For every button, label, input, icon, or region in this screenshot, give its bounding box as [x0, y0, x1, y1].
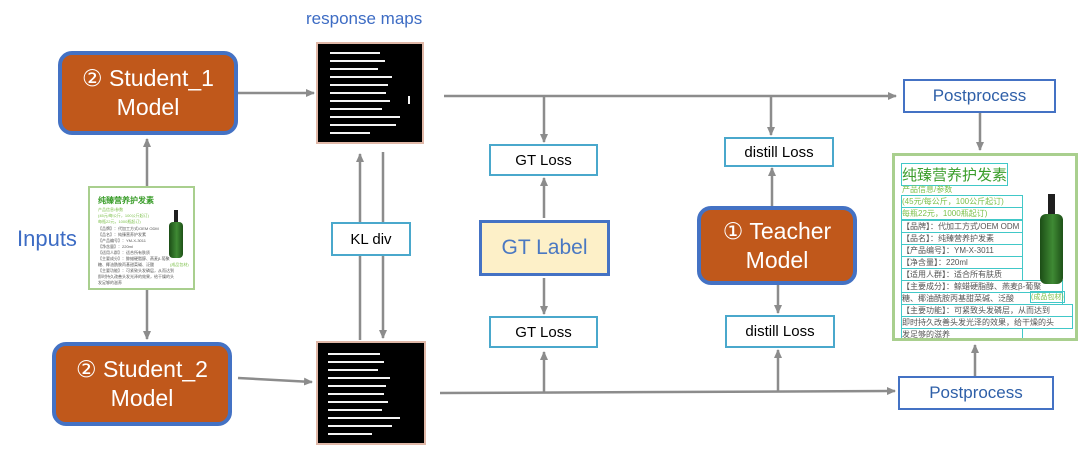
response-map-line [328, 369, 378, 371]
input-product-line: 【产品编号】：YM-X-3011 [98, 238, 146, 243]
response-map-line [330, 100, 390, 102]
student1-model-box: ② Student_1 Model [58, 51, 238, 135]
response-map-line [330, 68, 378, 70]
input-product-line: 【适用人群】：适合所有肤质 [98, 250, 150, 255]
input-product-line: 【主要功能】：可紧致头发磷层，从而达到 [98, 268, 174, 273]
output-product-line: 即时持久改善头发光泽的效果，给干燥的头 [901, 316, 1073, 329]
response-map-line [328, 377, 390, 379]
input-product-tag: (成品包材) [170, 262, 189, 267]
distill-loss-top-box: distill Loss [724, 137, 834, 167]
output-product-line: (45元/每公斤，100公斤起订) [901, 195, 1023, 208]
input-bottle-cap-icon [174, 210, 178, 222]
output-bottle-cap-icon [1048, 194, 1055, 214]
input-product-line: 【品牌】：代加工方式/OEM ODM [98, 226, 159, 231]
response-map-line [330, 124, 396, 126]
output-product-line: 发足够的滋养 [901, 328, 1023, 338]
output-product-tag: (成品包材) [1030, 291, 1065, 303]
teacher-model-line1: ① Teacher [722, 217, 832, 244]
input-product-line: 【净含量】：220ml [98, 244, 133, 249]
output-product-line: 糖、椰油酰胺丙基甜菜碱、泛酸 [901, 292, 1063, 305]
output-product-line: 每瓶22元，1000瓶起订) [901, 207, 1023, 220]
response-map-line [328, 361, 384, 363]
input-product-line: 即时持久改善头发光泽的效果，给干燥的头 [98, 274, 174, 279]
postprocess-bottom-box: Postprocess [898, 376, 1054, 410]
input-product-image: 纯臻营养护发素 产品信息/参数 (45元/每公斤，100公斤起订) 每瓶22元，… [88, 186, 195, 290]
response-maps-title: response maps [306, 9, 423, 28]
input-product-line: 【主要成分】：鲸蜡硬脂醇、燕麦β-葡聚 [98, 256, 170, 261]
response-map-line [328, 433, 372, 435]
output-product-line: 产品信息/参数 [902, 185, 953, 194]
response-map-line [408, 96, 410, 104]
distill-loss-bottom-box: distill Loss [725, 315, 835, 348]
response-map-line [330, 84, 388, 86]
teacher-model-line2: Model [745, 246, 809, 273]
teacher-model-box: ① Teacher Model [697, 206, 857, 285]
input-product-line: (45元/每公斤，100公斤起订) [98, 213, 149, 218]
student1-model-line1: ② Student_1 [82, 65, 214, 91]
input-product-line: 【品名】：纯臻营养护发素 [98, 232, 146, 237]
response-map-line [330, 92, 386, 94]
gt-loss-bottom-box: GT Loss [489, 316, 598, 348]
gt-loss-top-box: GT Loss [489, 144, 598, 176]
output-product-line: 【净含量】：220ml [901, 256, 1023, 269]
gt-label-box: GT Label [479, 220, 610, 276]
response-map-student2 [316, 341, 426, 445]
input-product-line: 产品信息/参数 [98, 207, 124, 212]
response-map-line [328, 401, 388, 403]
response-map-line [328, 417, 400, 419]
response-map-student1 [316, 42, 424, 144]
output-product-line: 【产品编号】：YM-X-3011 [901, 244, 1023, 257]
response-map-line [330, 132, 370, 134]
response-map-line [330, 116, 400, 118]
response-map-line [328, 425, 392, 427]
student2-model-line1: ② Student_2 [76, 356, 208, 382]
input-product-line: 糖、椰油酰胺丙基甜菜碱、泛酸 [98, 262, 154, 267]
inputs-label: Inputs [17, 226, 77, 251]
student2-model-box: ② Student_2 Model [52, 342, 232, 426]
student2-model-line2: Model [110, 385, 174, 411]
response-map-line [330, 76, 392, 78]
response-map-line [328, 353, 380, 355]
output-product-line: 【主要成分】：鲸蜡硬脂醇、燕麦β-葡聚 [901, 280, 1063, 293]
output-product-line: 【品名】：纯臻营养护发素 [901, 232, 1023, 245]
response-map-line [328, 385, 386, 387]
response-map-line [330, 108, 382, 110]
postprocess-top-box: Postprocess [903, 79, 1056, 113]
output-product-line: 【主要功能】：可紧致头发磷层，从而达到 [901, 304, 1073, 317]
kl-div-box: KL div [331, 222, 411, 256]
input-product-line: 发足够的滋养 [98, 280, 122, 285]
response-map-line [328, 409, 382, 411]
input-product-line: 每瓶22元，1000瓶起订) [98, 219, 141, 224]
response-map-line [330, 60, 385, 62]
response-map-line [328, 393, 384, 395]
output-product-image: 纯臻营养护发素 产品信息/参数 (45元/每公斤，100公斤起订) 每瓶22元，… [892, 153, 1078, 341]
output-bottle-icon [1040, 214, 1063, 284]
input-bottle-icon [169, 222, 183, 258]
student1-model-line2: Model [116, 94, 180, 120]
input-product-title: 纯臻营养护发素 [98, 196, 154, 205]
output-product-line: 【适用人群】：适合所有肤质 [901, 268, 1023, 281]
response-map-line [330, 52, 380, 54]
output-product-line: 【品牌】：代加工方式/OEM ODM [901, 220, 1023, 233]
output-product-title: 纯臻营养护发素 [900, 163, 1009, 186]
